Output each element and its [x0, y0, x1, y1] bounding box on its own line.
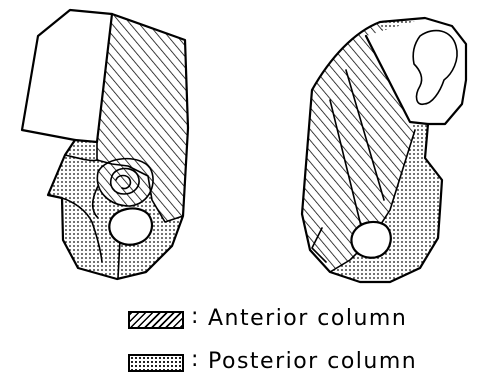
right-obturator-foramen [351, 222, 390, 258]
right-hemipelvis-view [302, 18, 466, 282]
left-hemipelvis-view [22, 10, 188, 279]
anterior-column-swatch [128, 311, 184, 329]
legend-separator: : [191, 347, 198, 372]
posterior-column-swatch [128, 354, 184, 372]
left-obturator-foramen [109, 208, 152, 244]
legend-label-anterior: Anterior column [208, 306, 407, 331]
legend-separator: : [191, 304, 198, 329]
legend-label-posterior: Posterior column [208, 349, 417, 374]
